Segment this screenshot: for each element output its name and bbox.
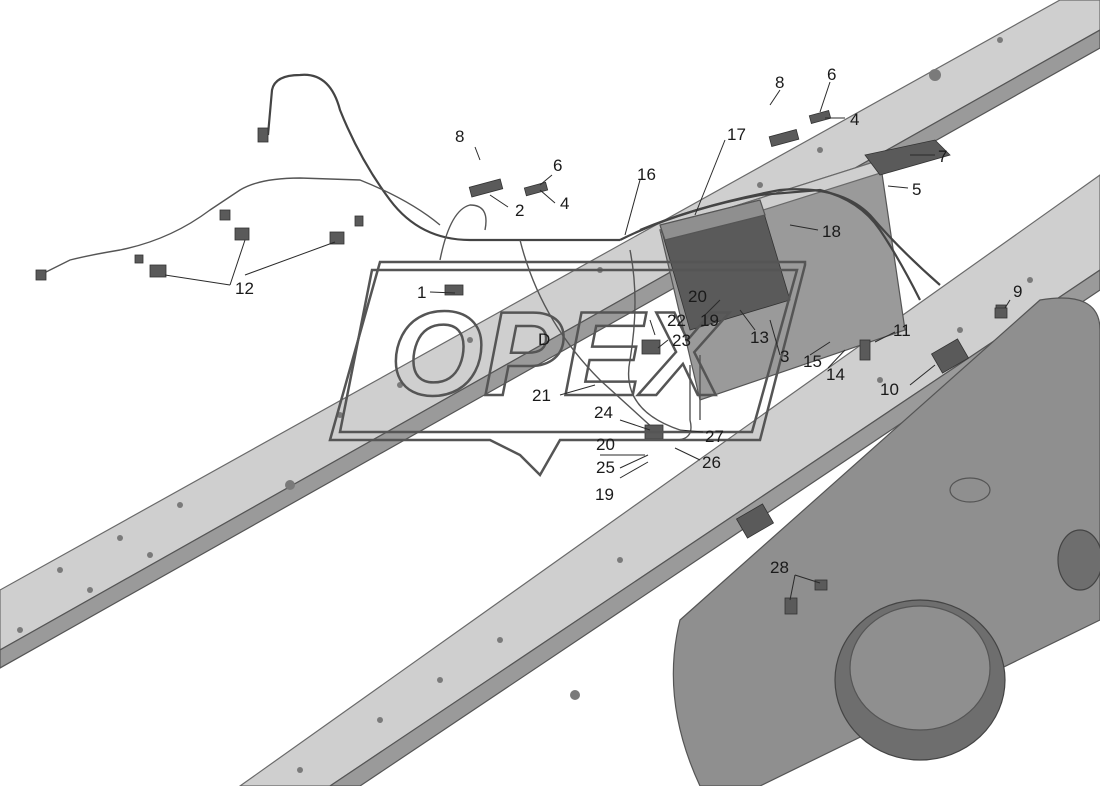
callout-28: 28 bbox=[770, 558, 789, 577]
brake-pipes bbox=[39, 73, 941, 441]
callout-15: 15 bbox=[803, 352, 822, 371]
callout-27: 27 bbox=[705, 427, 724, 446]
callout-10: 10 bbox=[880, 380, 899, 399]
callout-19: 19 bbox=[595, 485, 614, 504]
callout-8: 8 bbox=[775, 73, 784, 92]
callout-5: 5 bbox=[912, 180, 921, 199]
callout-18: 18 bbox=[822, 222, 841, 241]
callout-9: 9 bbox=[1013, 282, 1022, 301]
watermark-text: OPEX bbox=[390, 287, 730, 421]
callout-12: 12 bbox=[235, 279, 254, 298]
callout-13: 13 bbox=[750, 328, 769, 347]
callout-4: 4 bbox=[560, 194, 569, 213]
callout-20: 20 bbox=[688, 287, 707, 306]
leader-lines bbox=[164, 81, 1011, 601]
callout-21: 21 bbox=[532, 386, 551, 405]
callout-1: 1 bbox=[417, 283, 426, 302]
small-parts bbox=[35, 110, 1008, 615]
callout-22: 22 bbox=[667, 311, 686, 330]
callout-14: 14 bbox=[826, 365, 845, 384]
fuel-tank bbox=[672, 297, 1100, 786]
callout-8: 8 bbox=[455, 127, 464, 146]
callout-7: 7 bbox=[938, 147, 947, 166]
callout-6: 6 bbox=[553, 156, 562, 175]
callout-17: 17 bbox=[727, 125, 746, 144]
callout-4: 4 bbox=[850, 110, 859, 129]
valve-block bbox=[659, 199, 791, 331]
callout-24: 24 bbox=[594, 403, 613, 422]
callout-19: 19 bbox=[700, 311, 719, 330]
callout-20: 20 bbox=[596, 435, 615, 454]
callout-26: 26 bbox=[702, 453, 721, 472]
watermark-badge-letter: D bbox=[538, 330, 550, 349]
callout-2: 2 bbox=[515, 201, 524, 220]
callout-16: 16 bbox=[637, 165, 656, 184]
watermark: OPEX D bbox=[328, 260, 807, 478]
callout-3: 3 bbox=[780, 347, 789, 366]
callout-11: 11 bbox=[893, 321, 911, 340]
callout-labels: 1 2 3 4 4 5 6 6 7 8 8 9 10 11 12 13 14 1… bbox=[235, 65, 1022, 577]
frame-holes bbox=[17, 37, 1033, 773]
callout-6: 6 bbox=[827, 65, 836, 84]
callout-23: 23 bbox=[672, 331, 691, 350]
callout-25: 25 bbox=[596, 458, 615, 477]
